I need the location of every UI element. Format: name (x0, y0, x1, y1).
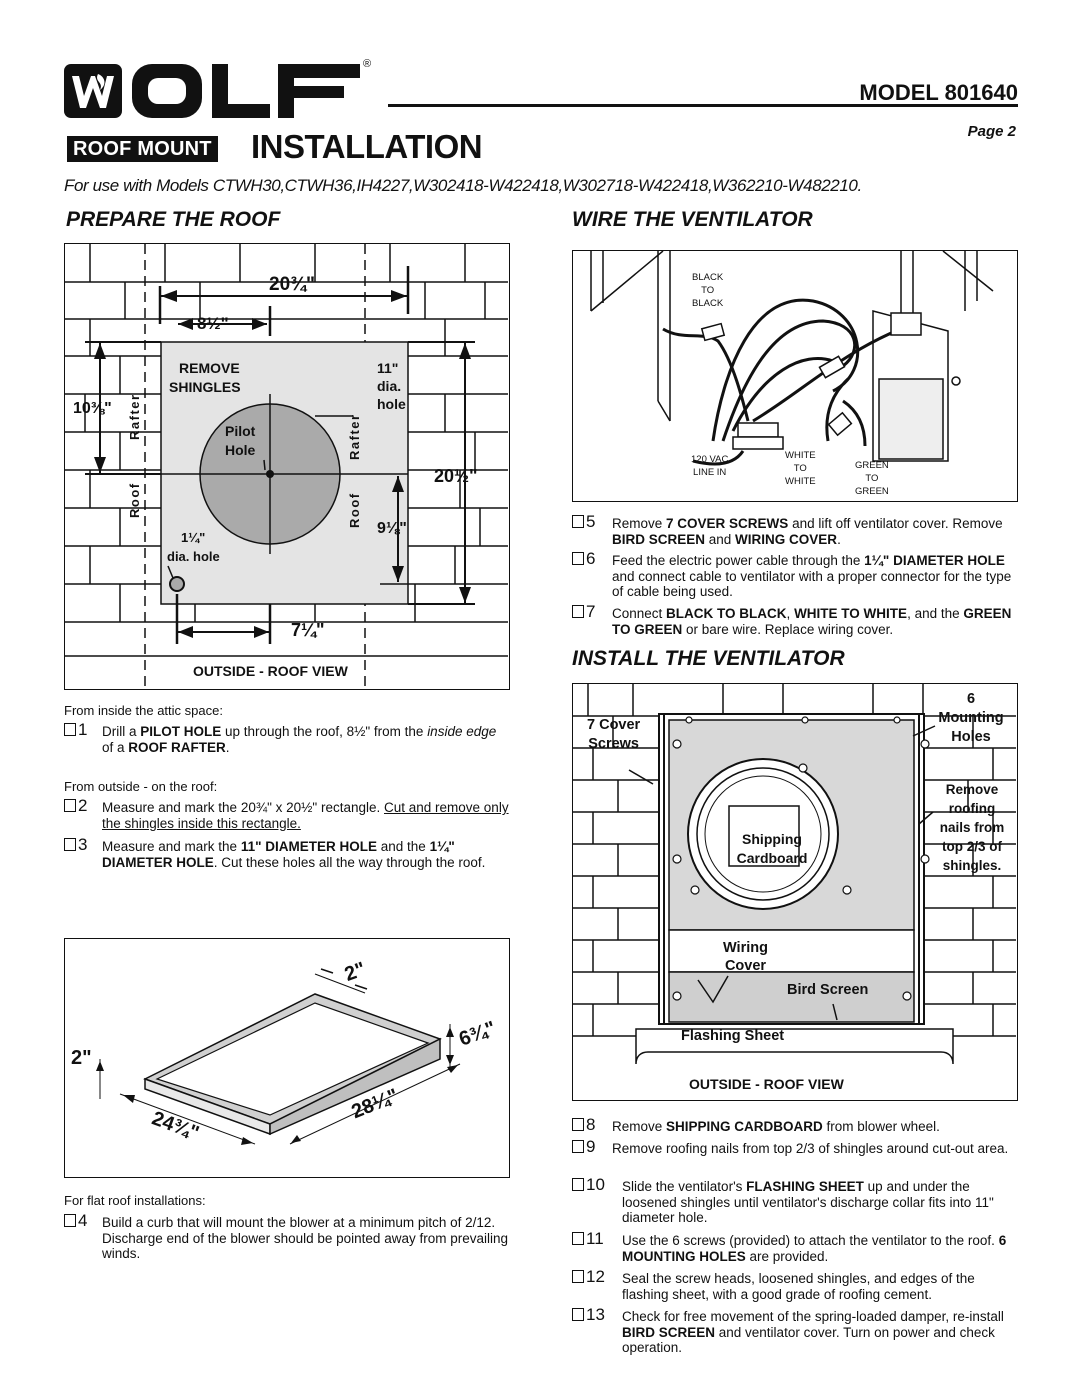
registered-mark: ® (363, 58, 372, 70)
small-hole-line1: 1¼" (181, 530, 206, 545)
model-compatibility: For use with Models CTWH30,CTWH36,IH4227… (64, 176, 862, 195)
pilot-hole-line2: Hole (225, 442, 256, 458)
remove-shingles-line1: REMOVE (179, 360, 240, 376)
step-12: 12 Seal the screw heads, loosened shingl… (572, 1268, 1018, 1302)
rafter-label-right: Rafter (347, 413, 362, 460)
remove-shingles-line2: SHINGLES (169, 379, 241, 395)
big-hole-line2: dia. (377, 378, 402, 394)
small-hole-line2: dia. hole (167, 549, 220, 564)
bird-screen-label: Bird Screen (787, 982, 869, 998)
page-title: INSTALLATION (251, 128, 483, 165)
step-9: 9 Remove roofing nails from top 2/3 of s… (572, 1138, 1018, 1157)
install-ventilator-heading: INSTALL THE VENTILATOR (572, 647, 845, 670)
step-6: 6 Feed the electric power cable through … (572, 550, 1018, 600)
step-11: 11 Use the 6 screws (provided) to attach… (572, 1230, 1018, 1264)
step-8: 8 Remove SHIPPING CARDBOARD from blower … (572, 1116, 1018, 1135)
roof-mount-badge: ROOF MOUNT (67, 136, 218, 162)
step-3: 3 Measure and mark the 11" DIAMETER HOLE… (64, 836, 510, 870)
intro-outside: From outside - on the roof: (64, 779, 218, 794)
dim-offset-label: 8½" (197, 314, 229, 333)
prepare-roof-heading: PREPARE THE ROOF (66, 208, 281, 231)
big-hole-line3: hole (377, 396, 406, 412)
diagram-caption: OUTSIDE - ROOF VIEW (193, 663, 348, 679)
model-number: MODEL 801640 (859, 80, 1018, 105)
roof-label-left: Roof (127, 482, 142, 518)
rafter-label-left: Rafter (127, 393, 142, 440)
curb-dim-left: 2" (71, 1047, 92, 1069)
pilot-hole-line1: Pilot (225, 423, 256, 439)
wire-ventilator-heading: WIRE THE VENTILATOR (572, 208, 813, 231)
roof-cutout-diagram: 20¾" 8½" 10⅜" 20½" 9⅛" 7¼" REMOVE SHINGL… (64, 243, 510, 690)
step-4: 4 Build a curb that will mount the blowe… (64, 1212, 510, 1262)
install-diagram-caption: OUTSIDE - ROOF VIEW (689, 1076, 844, 1092)
dim-left-label: 10⅜" (73, 400, 112, 417)
step-5: 5 Remove 7 COVER SCREWS and lift off ven… (572, 513, 1018, 547)
step-7: 7 Connect BLACK TO BLACK, WHITE TO WHITE… (572, 603, 1018, 637)
header-rule (388, 104, 1018, 107)
dim-height-label: 20½" (434, 466, 478, 486)
page-number: Page 2 (967, 123, 1016, 140)
dim-small-label: 9⅛" (377, 520, 407, 537)
intro-attic: From inside the attic space: (64, 703, 223, 718)
dim-bottom-label: 7¼" (291, 620, 325, 640)
roof-label-right: Roof (347, 492, 362, 528)
flashing-sheet-label: Flashing Sheet (681, 1028, 785, 1044)
big-hole-line1: 11" (377, 360, 399, 376)
step-10: 10 Slide the ventilator's FLASHING SHEET… (572, 1176, 1018, 1226)
step-2: 2 Measure and mark the 20¾" x 20½" recta… (64, 797, 510, 831)
intro-flat-roof: For flat roof installations: (64, 1193, 206, 1208)
step-13: 13 Check for free movement of the spring… (572, 1306, 1018, 1356)
dim-width-label: 20¾" (269, 274, 315, 295)
flat-roof-curb-diagram: 2" 2" 6¾" 24¾" 28¼" (64, 938, 510, 1178)
step-1: 1 Drill a PILOT HOLE up through the roof… (64, 721, 510, 755)
wolf-logo (64, 64, 360, 118)
